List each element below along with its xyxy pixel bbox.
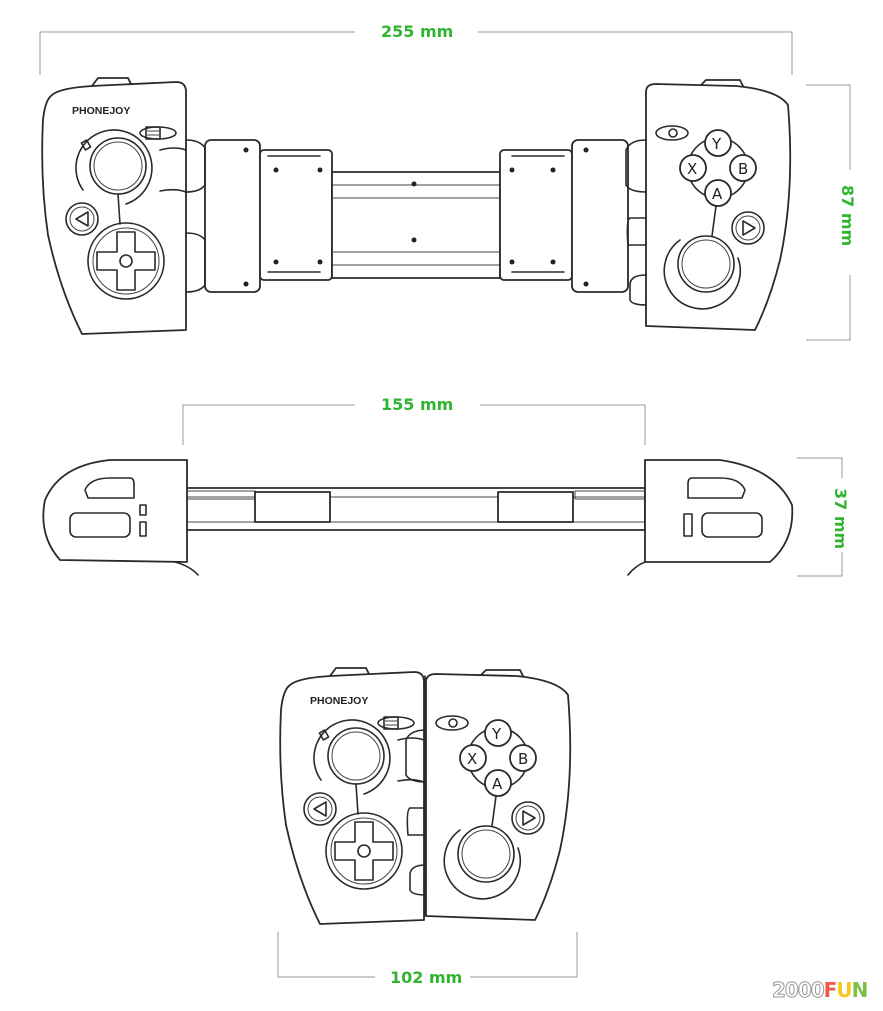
watermark-n: N [851, 978, 869, 1002]
dimension-label-folded: 102 mm [390, 968, 462, 987]
dimension-37: 37 mm [797, 457, 850, 577]
dpad [87, 222, 165, 300]
dimension-102: 102 mm [277, 932, 578, 987]
rail-mechanism [204, 139, 629, 293]
power-button [655, 125, 689, 141]
side-view [42, 459, 794, 576]
back-triangle-button [65, 202, 99, 236]
watermark-u: U [836, 978, 852, 1002]
folded-view [279, 667, 572, 925]
dimension-label-width: 255 mm [381, 22, 453, 41]
y-button-label: Y [711, 135, 722, 153]
dimension-87: 87 mm [806, 84, 857, 341]
watermark-prefix: 2000 [772, 978, 826, 1003]
left-grip: PHONEJOY [41, 77, 206, 335]
dimension-label-rail: 155 mm [381, 395, 453, 414]
watermark-f: F [823, 978, 838, 1002]
folded-right-grip [405, 669, 572, 921]
face-buttons: Y X B A [679, 129, 757, 237]
a-button-label: A [712, 185, 723, 203]
dimension-155: 155 mm [182, 395, 646, 445]
left-analog-stick [75, 129, 153, 225]
right-grip: Y X B A [625, 79, 792, 331]
dimension-label-height: 87 mm [838, 185, 857, 246]
dimension-label-thickness: 37 mm [831, 488, 850, 549]
b-button-label: B [738, 160, 748, 178]
dimension-255: 255 mm [39, 22, 793, 75]
menu-button [139, 126, 177, 140]
right-analog-stick [663, 235, 741, 310]
folded-left-grip [279, 667, 444, 925]
x-button-label: X [687, 160, 697, 178]
brand-label: PHONEJOY [72, 105, 130, 117]
watermark-logo: 2000FUN [772, 978, 869, 1003]
start-play-button [731, 211, 765, 245]
top-view-extended: PHONEJOY [41, 77, 792, 335]
